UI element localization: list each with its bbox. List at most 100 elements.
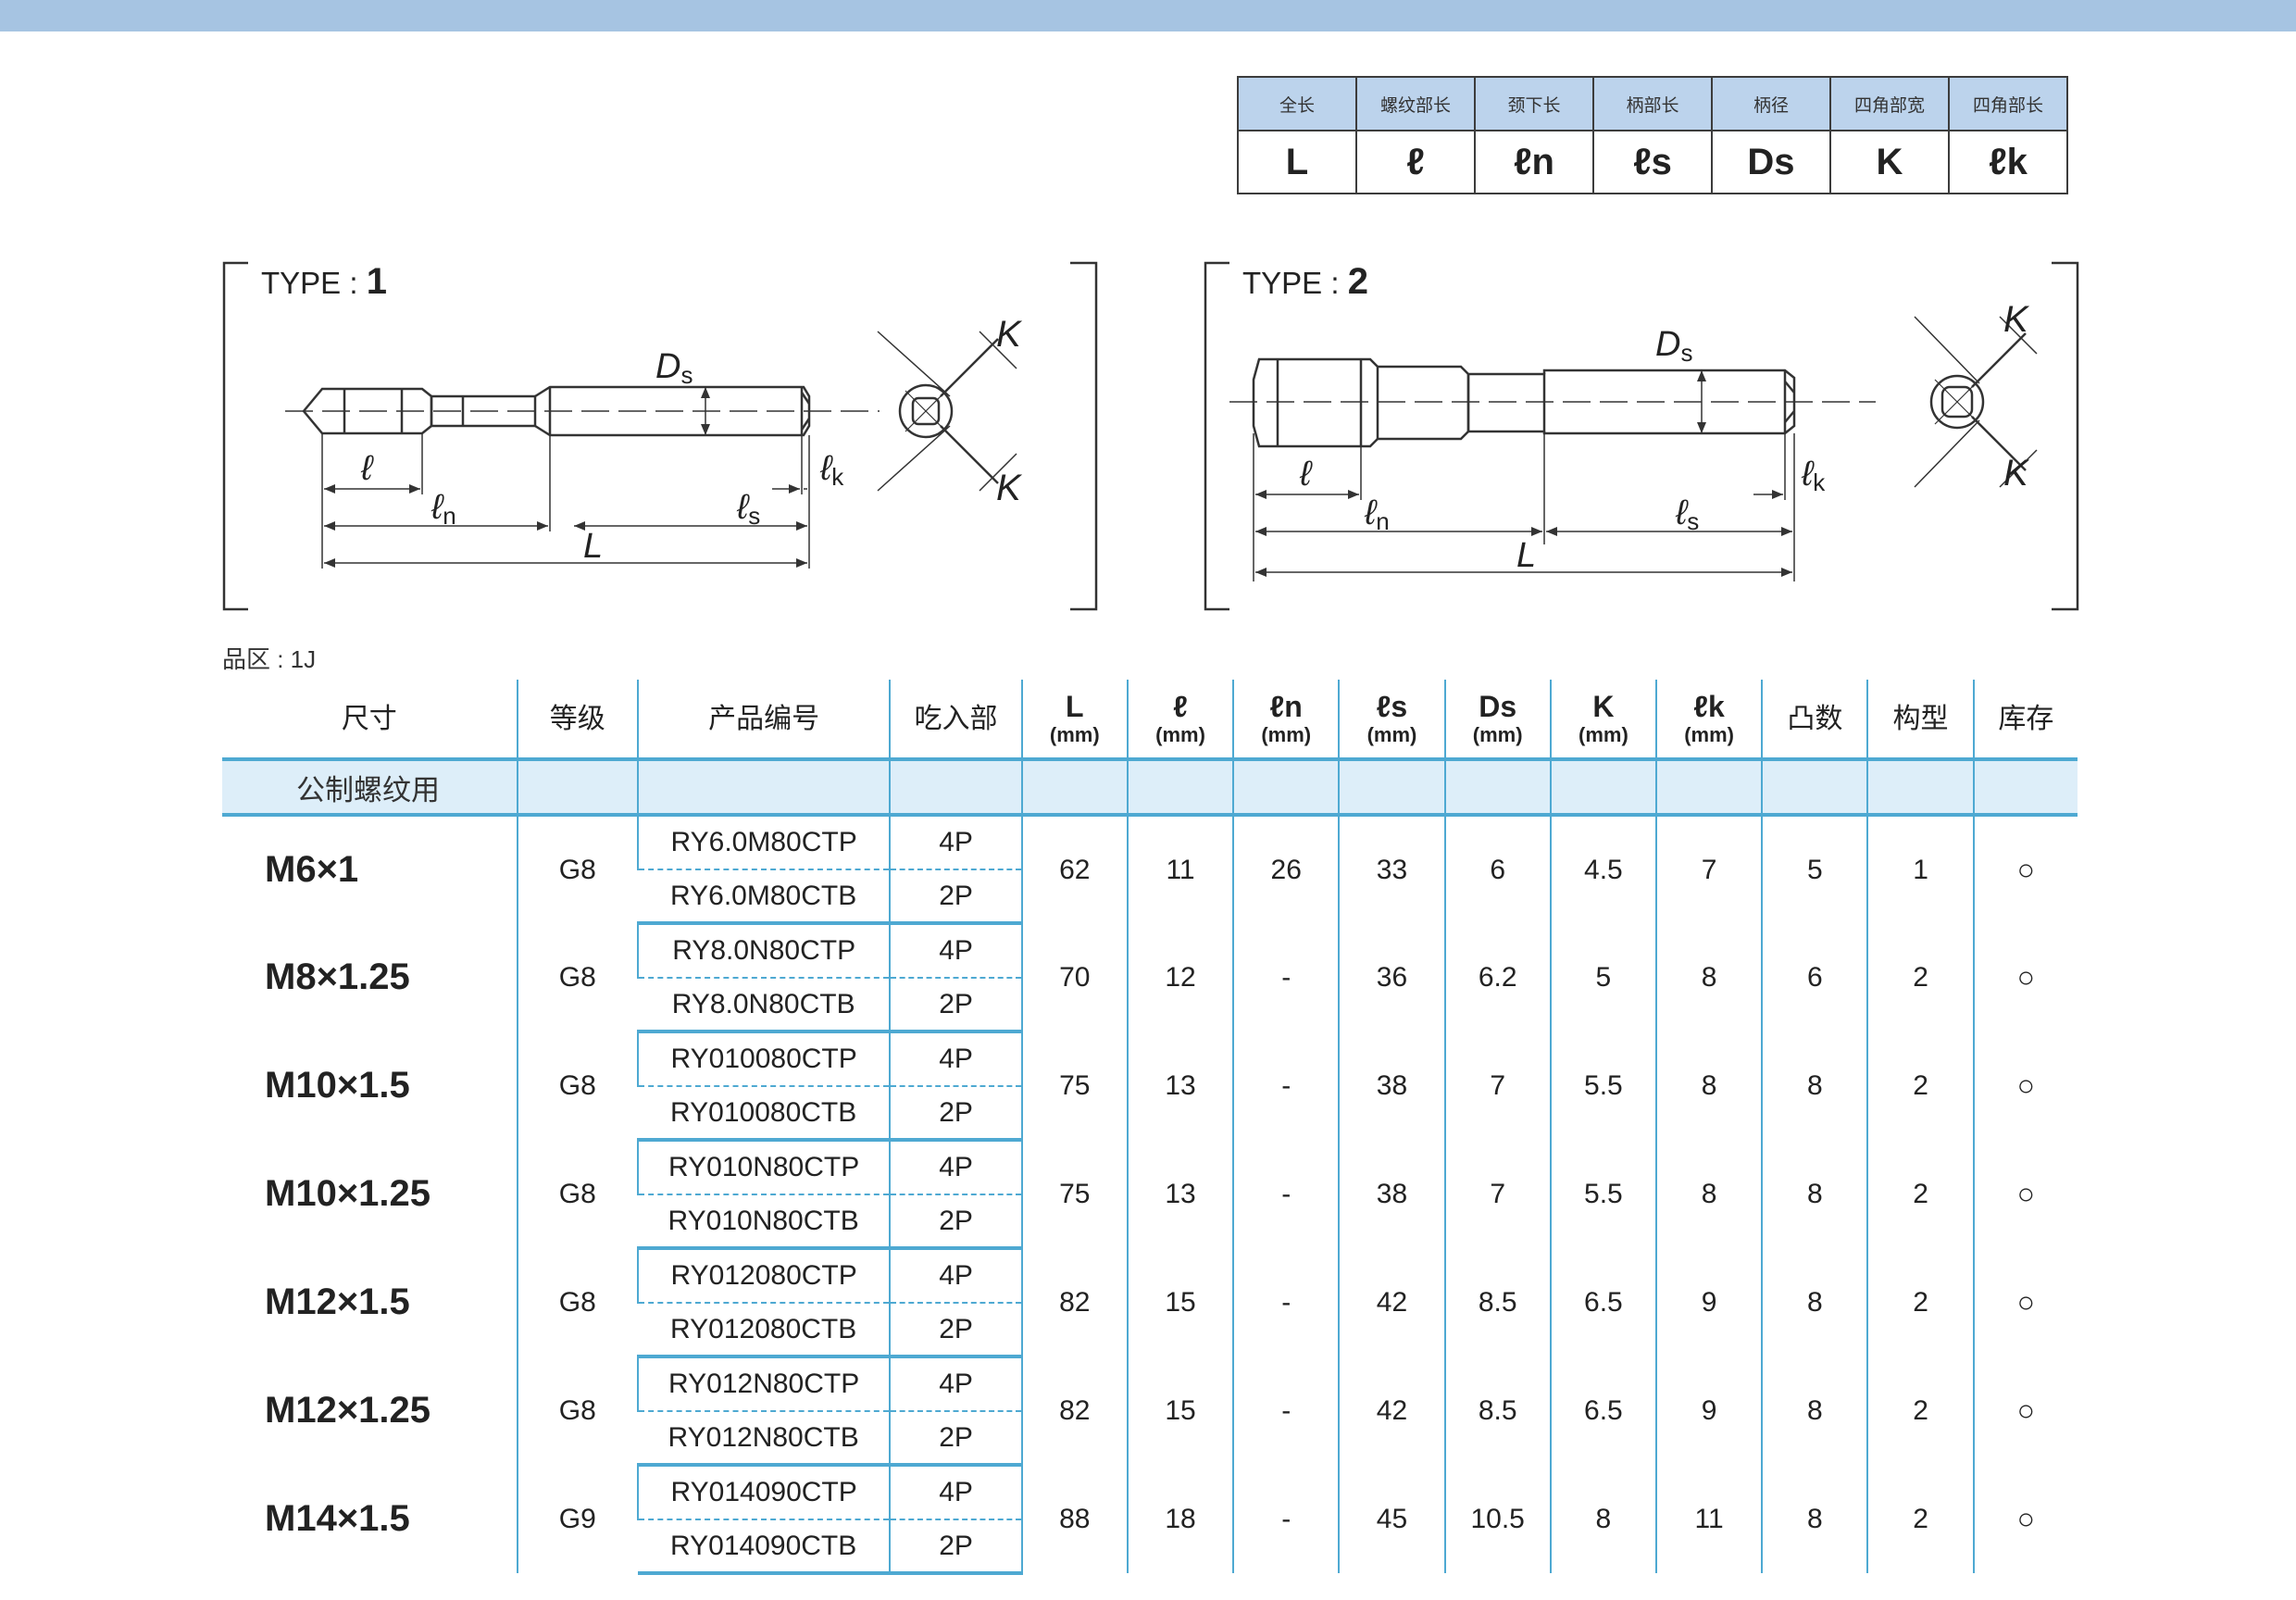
- header-grade: 等级: [516, 680, 638, 761]
- legend-header: 四角部长: [1948, 76, 2068, 131]
- bite-cell: 2P: [889, 1303, 1022, 1358]
- dim-label-k: K: [2003, 453, 2030, 494]
- bite-cell: 4P: [889, 1248, 1022, 1304]
- stock-cell: ○: [1972, 1248, 2078, 1356]
- stock-cell: ○: [1972, 1356, 2078, 1465]
- dim-label-ln: ℓn: [1364, 494, 1390, 535]
- type1-label: TYPE : 1: [261, 261, 387, 302]
- dim-label-lk: ℓk: [819, 449, 844, 491]
- value-cell-ls: 38: [1338, 1140, 1445, 1248]
- dimension-legend-table: 全长 螺纹部长 颈下长 柄部长 柄径 四角部宽 四角部长 L ℓ ℓn ℓs D…: [1237, 76, 2068, 194]
- legend-symbol: ℓk: [1948, 130, 2068, 194]
- legend-symbol: ℓ: [1355, 130, 1476, 194]
- header-flutes: 凸数: [1761, 680, 1868, 761]
- legend-symbol: L: [1237, 130, 1357, 194]
- value-cell-K: 5.5: [1549, 1140, 1656, 1248]
- value-cell-type: 1: [1866, 815, 1974, 923]
- stock-cell: ○: [1972, 923, 2078, 1031]
- dim-label-ds: Ds: [1655, 325, 1692, 367]
- bite-cell: 4P: [889, 923, 1022, 979]
- grade-cell: G8: [516, 1248, 638, 1356]
- value-cell-L: 82: [1020, 1356, 1128, 1465]
- value-cell-l: 12: [1126, 923, 1234, 1031]
- value-cell-flutes: 8: [1761, 1465, 1868, 1573]
- value-cell-flutes: 8: [1761, 1248, 1868, 1356]
- value-cell-ls: 45: [1338, 1465, 1445, 1573]
- value-cell-lk: 9: [1654, 1356, 1763, 1465]
- part-number-cell: RY010N80CTB: [637, 1194, 891, 1250]
- legend-header: 螺纹部长: [1355, 76, 1476, 131]
- value-cell-l: 13: [1126, 1031, 1234, 1140]
- part-number-cell: RY8.0N80CTB: [637, 978, 891, 1033]
- header-stock: 库存: [1972, 680, 2078, 761]
- value-cell-K: 5: [1549, 923, 1656, 1031]
- bite-cell: 4P: [889, 1140, 1022, 1195]
- value-cell-type: 2: [1866, 1140, 1974, 1248]
- bite-cell: 2P: [889, 1194, 1022, 1250]
- dim-label-ls: ℓs: [1675, 494, 1699, 535]
- grade-cell: G9: [516, 1465, 638, 1573]
- stock-cell: ○: [1972, 1140, 2078, 1248]
- header-l: ℓ(mm): [1126, 680, 1234, 761]
- part-number-cell: RY012080CTP: [636, 1248, 891, 1304]
- legend-header: 柄部长: [1592, 76, 1713, 131]
- value-cell-K: 8: [1549, 1465, 1656, 1573]
- header-L: L(mm): [1020, 680, 1128, 761]
- header-ls: ℓs(mm): [1338, 680, 1445, 761]
- value-cell-l: 13: [1126, 1140, 1234, 1248]
- grade-cell: G8: [516, 923, 638, 1031]
- header-Ds: Ds(mm): [1443, 680, 1551, 761]
- bite-cell: 4P: [889, 1356, 1022, 1412]
- value-cell-L: 62: [1020, 815, 1128, 923]
- bite-cell: 2P: [889, 1086, 1022, 1142]
- value-cell-type: 2: [1866, 1465, 1974, 1573]
- top-banner: [0, 0, 2296, 31]
- grade-cell: G8: [516, 815, 638, 923]
- legend-symbol-row: L ℓ ℓn ℓs Ds K ℓk: [1237, 130, 2068, 194]
- value-cell-flutes: 8: [1761, 1031, 1868, 1140]
- size-cell: M8×1.25: [265, 956, 410, 997]
- part-number-cell: RY014090CTB: [637, 1519, 891, 1575]
- grade-note: 品区 : 1J: [222, 645, 317, 673]
- value-cell-lk: 8: [1654, 1031, 1763, 1140]
- dim-label-k: K: [996, 468, 1023, 508]
- stock-cell: ○: [1972, 1031, 2078, 1140]
- value-cell-Ds: 6.2: [1443, 923, 1551, 1031]
- value-cell-ln: -: [1232, 1248, 1340, 1356]
- value-cell-lk: 8: [1654, 1140, 1763, 1248]
- bite-cell: 4P: [889, 815, 1022, 870]
- value-cell-Ds: 7: [1443, 1140, 1551, 1248]
- value-cell-ln: -: [1232, 1031, 1340, 1140]
- legend-header-row: 全长 螺纹部长 颈下长 柄部长 柄径 四角部宽 四角部长: [1237, 76, 2068, 131]
- value-cell-ls: 36: [1338, 923, 1445, 1031]
- legend-symbol: K: [1829, 130, 1950, 194]
- header-ln: ℓn(mm): [1232, 680, 1340, 761]
- size-cell: M10×1.25: [265, 1173, 431, 1214]
- part-number-cell: RY6.0M80CTB: [637, 869, 891, 925]
- stock-cell: ○: [1972, 1465, 2078, 1573]
- size-cell: M14×1.5: [265, 1498, 410, 1539]
- value-cell-l: 15: [1126, 1248, 1234, 1356]
- size-cell: M12×1.5: [265, 1281, 410, 1322]
- value-cell-L: 75: [1020, 1140, 1128, 1248]
- header-bite: 吃入部: [889, 680, 1022, 761]
- product-spec-table: 尺寸 等级 产品编号 吃入部 L(mm) ℓ(mm) ℓn(mm) ℓs(mm)…: [222, 680, 2078, 1575]
- value-cell-K: 4.5: [1549, 815, 1656, 923]
- part-number-cell: RY8.0N80CTP: [636, 923, 891, 979]
- value-cell-L: 70: [1020, 923, 1128, 1031]
- value-cell-lk: 8: [1654, 923, 1763, 1031]
- header-K: K(mm): [1549, 680, 1656, 761]
- value-cell-K: 6.5: [1549, 1248, 1656, 1356]
- dim-label-L: L: [583, 527, 603, 566]
- value-cell-L: 75: [1020, 1031, 1128, 1140]
- grade-cell: G8: [516, 1356, 638, 1465]
- value-cell-K: 6.5: [1549, 1356, 1656, 1465]
- part-number-cell: RY012080CTB: [637, 1303, 891, 1358]
- dim-label-L: L: [1516, 536, 1536, 575]
